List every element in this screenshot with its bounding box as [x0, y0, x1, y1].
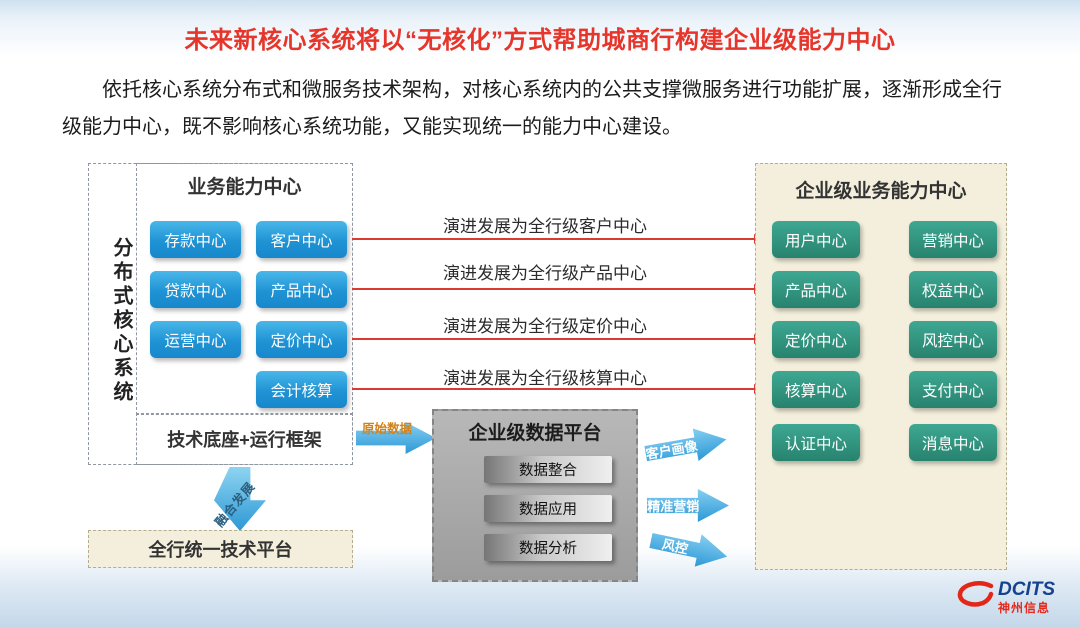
logo-brand-text: DCITS [998, 579, 1055, 600]
dcits-swoosh-icon [956, 580, 994, 614]
chip-accounting-center-right: 核算中心 [772, 371, 860, 408]
intro-paragraph: 依托核心系统分布式和微服务技术架构，对核心系统内的公共支撑微服务进行功能扩展，逐… [62, 79, 1002, 138]
evolution-arrow-customer-icon [352, 234, 765, 244]
chip-message-center: 消息中心 [909, 424, 997, 461]
evolution-label-customer: 演进发展为全行级客户中心 [443, 217, 647, 236]
raw-data-label: 原始数据 [362, 422, 413, 436]
data-bar-analysis: 数据分析 [484, 534, 612, 561]
output-arrow-precision-marketing: 精准营销 [647, 489, 729, 522]
chip-customer-center: 客户中心 [256, 221, 347, 258]
evolution-arrow-product-icon [352, 284, 765, 294]
evolution-arrow-accounting-icon [352, 384, 765, 394]
chip-product-center-right: 产品中心 [772, 271, 860, 308]
output-arrow-risk-control-label: 风控 [660, 536, 690, 557]
enterprise-capability-title: 企业级业务能力中心 [795, 181, 967, 202]
chip-marketing-center: 营销中心 [909, 221, 997, 258]
output-arrow-customer-profile-label: 客户画像 [644, 438, 699, 462]
output-arrow-precision-marketing-label: 精准营销 [647, 499, 700, 514]
distributed-core-label: 分布式核心系统 [110, 237, 132, 405]
evolution-arrow-pricing-icon [352, 334, 765, 344]
chip-deposit-center: 存款中心 [150, 221, 241, 258]
chip-pricing-center: 定价中心 [256, 321, 347, 358]
chip-accounting-center: 会计核算 [256, 371, 347, 408]
data-platform-title: 企业级数据平台 [468, 423, 602, 444]
slide-title: 未来新核心系统将以“无核化”方式帮助城商行构建企业级能力中心 [184, 27, 896, 54]
unified-platform-box: 全行统一技术平台 [88, 530, 353, 568]
chip-loan-center: 贷款中心 [150, 271, 241, 308]
chip-equity-center: 权益中心 [909, 271, 997, 308]
evolution-label-product: 演进发展为全行级产品中心 [443, 264, 647, 283]
evolution-label-pricing: 演进发展为全行级定价中心 [443, 317, 647, 336]
tech-base-box: 技术底座+运行框架 [136, 413, 353, 465]
data-bar-application: 数据应用 [484, 495, 612, 522]
chip-operation-center: 运营中心 [150, 321, 241, 358]
dcits-logo: DCITS 神州信息 [956, 580, 1055, 614]
chip-auth-center: 认证中心 [772, 424, 860, 461]
chip-risk-center: 风控中心 [909, 321, 997, 358]
logo-company-text: 神州信息 [998, 601, 1051, 615]
evolution-label-accounting: 演进发展为全行级核算中心 [443, 369, 647, 388]
chip-product-center: 产品中心 [256, 271, 347, 308]
business-capability-title: 业务能力中心 [187, 177, 302, 198]
output-arrow-customer-profile: 客户画像 [643, 423, 729, 470]
chip-pricing-center-right: 定价中心 [772, 321, 860, 358]
output-arrow-risk-control: 风控 [647, 524, 730, 572]
data-bar-integration: 数据整合 [484, 456, 612, 483]
chip-payment-center: 支付中心 [909, 371, 997, 408]
chip-user-center: 用户中心 [772, 221, 860, 258]
